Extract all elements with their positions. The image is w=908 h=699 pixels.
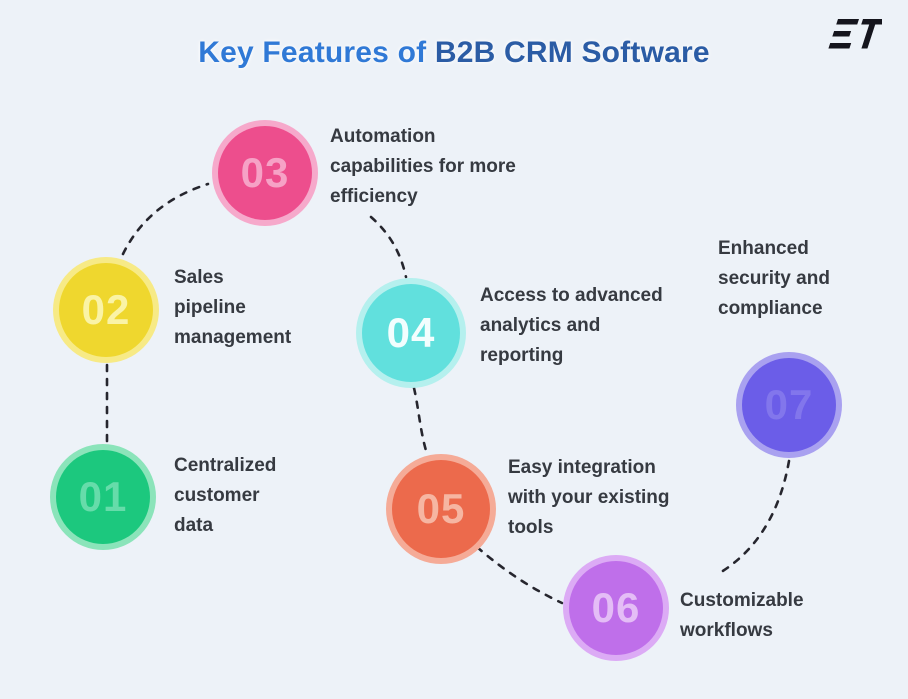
- feature-label-07: Enhanced security and compliance: [718, 238, 830, 319]
- et-logo-icon: [828, 19, 882, 49]
- feature-label-02: Sales pipeline management: [174, 267, 292, 348]
- feature-number-07: 07: [764, 381, 814, 428]
- connector-02-03: [121, 182, 210, 256]
- feature-label-04: Access to advanced analytics and reporti…: [480, 285, 663, 366]
- title-part-1: Key Features of: [198, 36, 435, 69]
- connector-03-04: [369, 215, 408, 279]
- feature-label-03: Automation capabilities for more efficie…: [330, 126, 516, 207]
- feature-number-01: 01: [78, 473, 128, 520]
- feature-node-06: 06: [569, 561, 663, 655]
- feature-node-01: 01: [56, 450, 150, 544]
- connector-05-06: [475, 545, 564, 605]
- connector-04-05: [412, 386, 429, 456]
- connector-06-07: [716, 459, 791, 576]
- feature-node-02: 02: [59, 263, 153, 357]
- page-title: Key Features of B2B CRM Software: [0, 36, 908, 70]
- feature-label-05: Easy integration with your existing tool…: [508, 457, 670, 538]
- feature-number-06: 06: [591, 584, 641, 631]
- title-part-2: B2B CRM Software: [434, 36, 710, 69]
- feature-number-02: 02: [81, 286, 131, 333]
- feature-number-04: 04: [386, 309, 436, 356]
- feature-label-01: Centralized customer data: [174, 455, 277, 536]
- feature-label-06: Customizable workflows: [680, 590, 804, 641]
- feature-number-03: 03: [240, 149, 290, 196]
- feature-node-04: 04: [362, 284, 460, 382]
- feature-node-03: 03: [218, 126, 312, 220]
- feature-node-05: 05: [392, 460, 490, 558]
- feature-number-05: 05: [416, 485, 466, 532]
- feature-node-07: 07: [742, 358, 836, 452]
